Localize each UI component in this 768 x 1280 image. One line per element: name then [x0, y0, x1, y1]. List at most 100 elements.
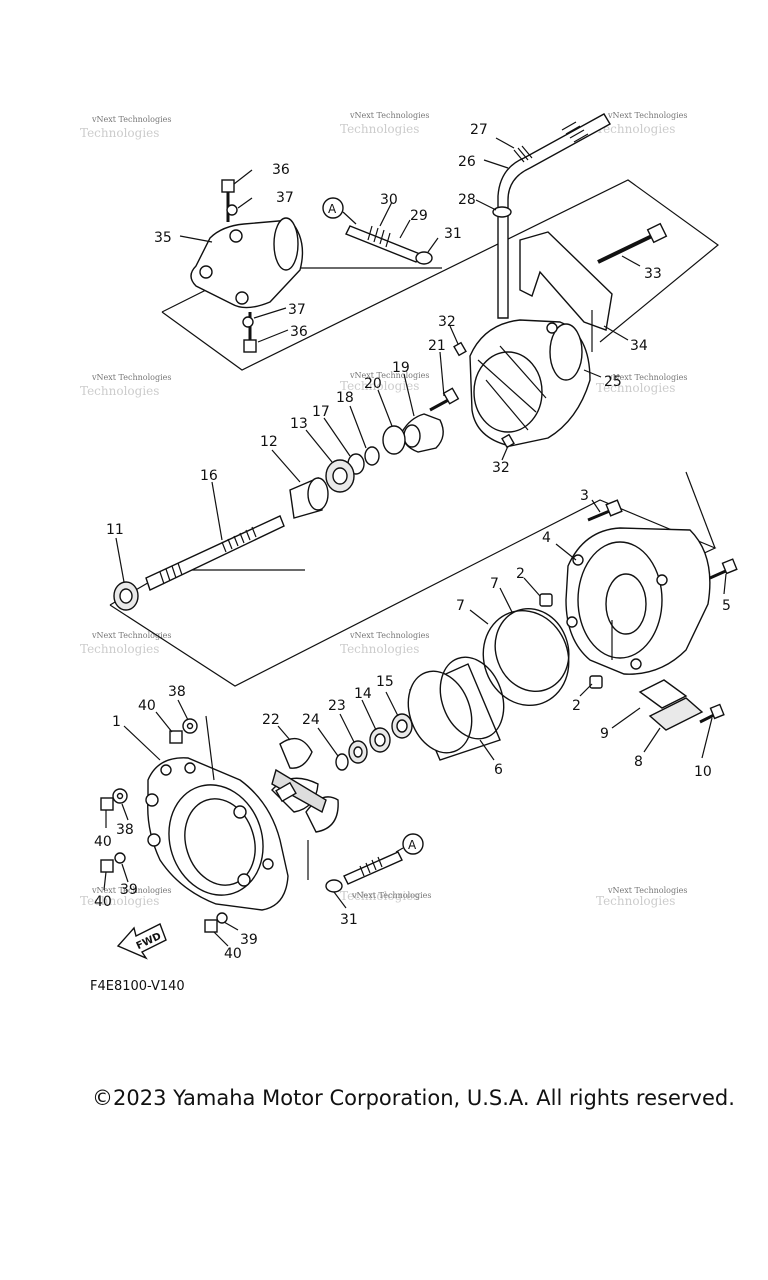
pin-2-lower: [589, 675, 603, 689]
part-label: 37: [288, 302, 306, 318]
part-label: 32: [438, 314, 456, 330]
part-label: 5: [722, 598, 731, 614]
copyright-notice: ©2023 Yamaha Motor Corporation, U.S.A. A…: [92, 1086, 735, 1110]
part-label: 29: [410, 208, 428, 224]
nozzle-housing-4: [565, 527, 711, 675]
watermark: vNext Technologies: [607, 373, 687, 382]
svg-text:Technologies: Technologies: [596, 381, 675, 395]
bolt-3: [587, 499, 623, 522]
plate-34: [519, 231, 613, 331]
part-label: 4: [542, 530, 551, 546]
leader-lines: [103, 137, 727, 947]
pin-32-lower: [501, 433, 515, 449]
part-label: 16: [200, 468, 218, 484]
part-label: 33: [644, 266, 662, 282]
part-label: 12: [260, 434, 278, 450]
part-label: 38: [168, 684, 186, 700]
part-label: 40: [138, 698, 156, 714]
liner-6: [407, 656, 505, 761]
part-label: 7: [490, 576, 499, 592]
callout-a-upper: A: [328, 202, 337, 216]
part-label: 35: [154, 230, 172, 246]
cover-8: [648, 697, 704, 731]
clamp-31-upper: [415, 251, 433, 265]
svg-text:Technologies: Technologies: [80, 126, 159, 140]
seal-18: [364, 446, 380, 466]
hose-29-30: [345, 225, 421, 263]
impeller-22: [271, 737, 339, 833]
part-label: 34: [630, 338, 648, 354]
watermark: vNext Technologies: [91, 631, 171, 640]
part-label: 22: [262, 712, 280, 728]
callout-a-upper-circle: [322, 197, 344, 219]
oring-24: [335, 753, 349, 771]
part-label: 13: [290, 416, 308, 432]
part-label: 38: [116, 822, 134, 838]
part-label: 8: [634, 754, 643, 770]
svg-text:Technologies: Technologies: [340, 642, 419, 656]
svg-text:Technologies: Technologies: [80, 894, 159, 908]
part-labels: 1 2 2 3 4 5 6 7 7 8 9 10 11 12 13 14 15 …: [90, 122, 731, 994]
svg-text:Technologies: Technologies: [80, 384, 159, 398]
watermark: vNext Technologies: [349, 111, 429, 120]
part-label: 15: [376, 674, 394, 690]
part-label: 9: [600, 726, 609, 742]
watermark: vNext Technologies: [91, 115, 171, 124]
sleeve-12-end: [307, 477, 329, 511]
part-label: 26: [458, 154, 476, 170]
part-label: 6: [494, 762, 503, 778]
part-label: 1: [112, 714, 121, 730]
part-label: 31: [340, 912, 358, 928]
bolts-36-37: [221, 179, 257, 353]
part-label: 3: [580, 488, 589, 504]
fwd-arrow: [116, 923, 167, 960]
callout-a-lower-circle: [402, 833, 424, 855]
pin-32-upper: [453, 341, 467, 357]
bearing-23-inner: [353, 746, 363, 758]
svg-text:Technologies: Technologies: [596, 122, 675, 136]
bearing-13-inner: [332, 467, 348, 485]
part-label: 25: [604, 374, 622, 390]
hose-a-lower: [343, 851, 403, 885]
part-label: 40: [94, 834, 112, 850]
part-label: 40: [94, 894, 112, 910]
oring-20: [382, 425, 406, 455]
watermark: vNext Technologies: [91, 886, 171, 895]
drawing-code: F4E8100-V140: [90, 979, 185, 994]
svg-text:Technologies: Technologies: [596, 894, 675, 908]
part-label: 39: [240, 932, 258, 948]
part-label: 18: [336, 390, 354, 406]
bolt-33: [597, 222, 668, 264]
svg-text:Technologies: Technologies: [340, 122, 419, 136]
pin-2-upper: [539, 593, 553, 607]
gasket-9: [638, 679, 688, 709]
part-label: 27: [470, 122, 488, 138]
part-label: 39: [120, 882, 138, 898]
part-label: 17: [312, 404, 330, 420]
watermark: vNext Technologies: [607, 886, 687, 895]
part-label: 10: [694, 764, 712, 780]
bolt-5: [709, 558, 738, 580]
ring-7-inner: [494, 607, 570, 693]
part-label: 2: [516, 566, 525, 582]
watermark: vNext Technologies: [351, 891, 431, 900]
intake-housing-1: [145, 757, 289, 911]
watermark: vNext Technologies: [607, 111, 687, 120]
pump-housing-25: [469, 319, 591, 447]
part-label: 20: [364, 376, 382, 392]
ring-7-outer: [482, 609, 570, 707]
part-label: 30: [380, 192, 398, 208]
watermark: vNext Technologies: [349, 371, 429, 380]
part-label: 28: [458, 192, 476, 208]
part-label: 37: [276, 190, 294, 206]
bolt-10: [699, 703, 725, 724]
seal-11-inner: [119, 588, 133, 604]
callout-a-lower: A: [408, 838, 417, 852]
part-label: 24: [302, 712, 320, 728]
watermark: vNext Technologies: [349, 631, 429, 640]
part-label: 36: [272, 162, 290, 178]
seal-15-inner: [396, 719, 408, 733]
hose-26-27: [497, 113, 611, 319]
part-label: 36: [290, 324, 308, 340]
